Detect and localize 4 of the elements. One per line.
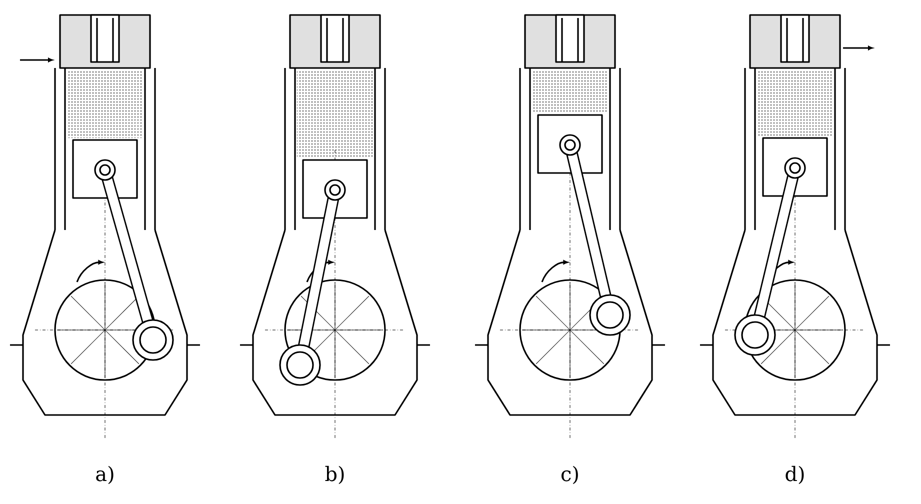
panel-label: d): [786, 466, 804, 484]
panel-label: b): [325, 466, 344, 484]
panel-label: a): [96, 466, 114, 484]
panel-label: c): [562, 466, 578, 484]
